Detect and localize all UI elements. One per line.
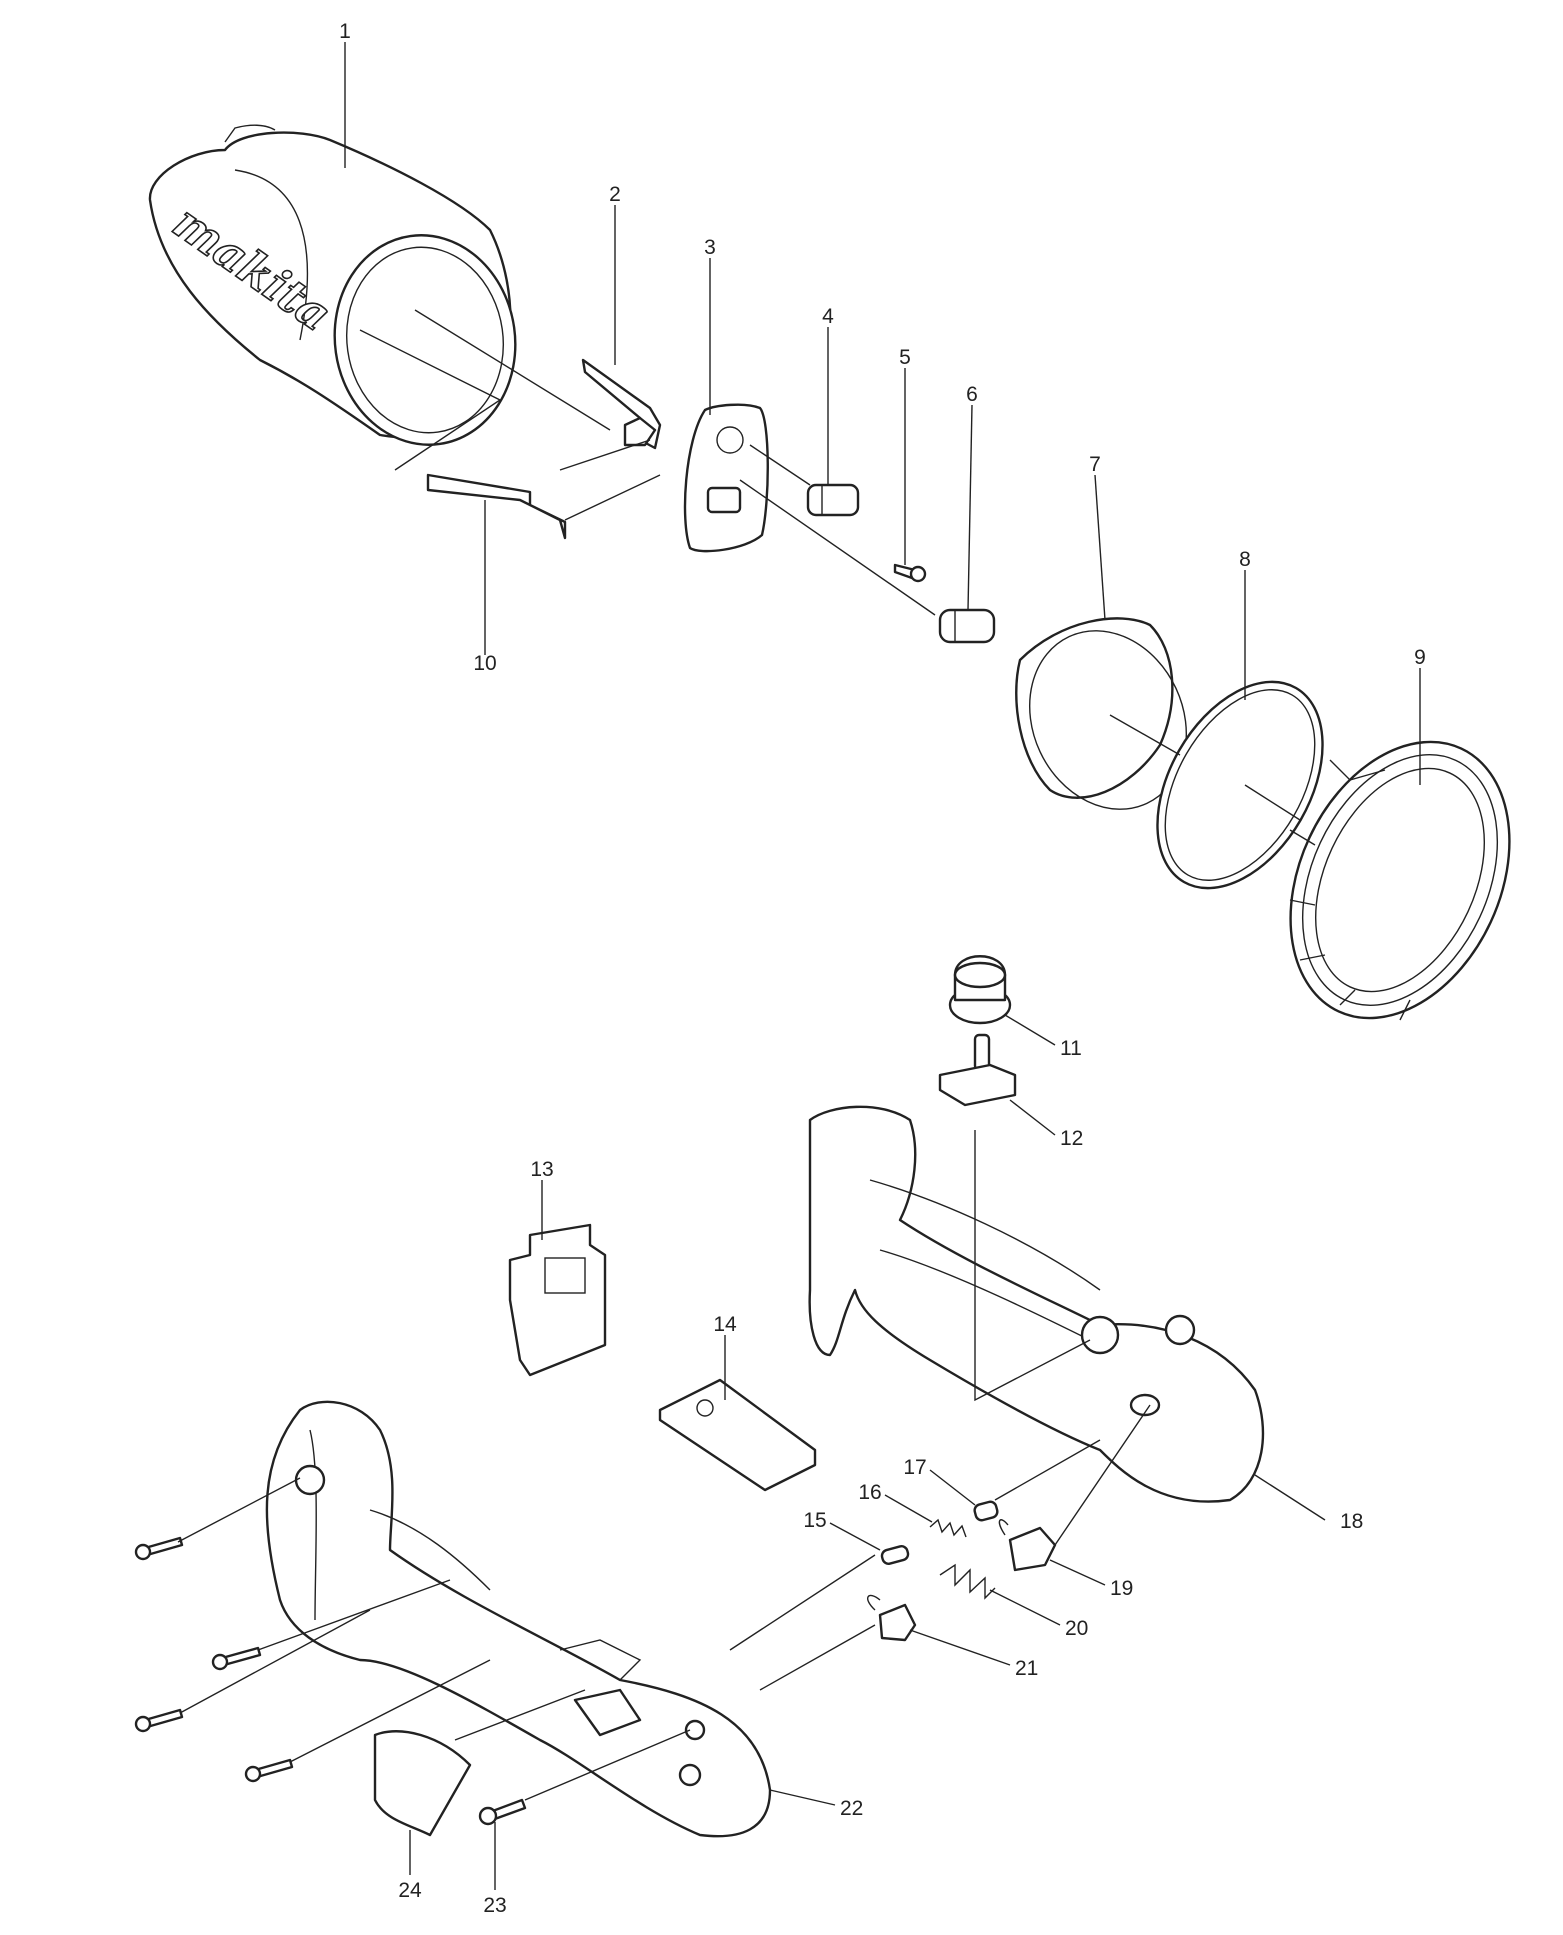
part-23-screws — [134, 1536, 527, 1826]
part-22-housing-left — [265, 1400, 772, 1838]
callout-7: 7 — [1089, 453, 1101, 476]
callout-10: 10 — [473, 652, 496, 675]
callout-22: 22 — [840, 1797, 863, 1820]
callout-3: 3 — [704, 236, 716, 259]
callout-4: 4 — [822, 305, 834, 328]
leader-lines — [177, 42, 1421, 1890]
part-6-bulb — [938, 608, 996, 644]
callout-2: 2 — [609, 183, 621, 206]
callout-20: 20 — [1065, 1617, 1088, 1640]
callout-9: 9 — [1414, 646, 1426, 669]
callout-6: 6 — [966, 383, 978, 406]
part-4-bulb — [806, 483, 860, 517]
callout-14: 14 — [713, 1313, 737, 1336]
callout-5: 5 — [899, 346, 911, 369]
callout-19: 19 — [1110, 1577, 1133, 1600]
callout-17: 17 — [903, 1456, 926, 1479]
part-8-lens — [1156, 680, 1324, 890]
part-18-housing-right — [808, 1105, 1265, 1503]
part-10-contact-strip — [426, 473, 567, 540]
part-7-reflector — [1015, 617, 1188, 810]
callout-16: 16 — [858, 1481, 881, 1504]
callout-8: 8 — [1239, 548, 1251, 571]
part-2-contact-plate — [581, 358, 662, 450]
callout-24: 24 — [398, 1879, 422, 1902]
part-13-terminal-bracket — [508, 1223, 607, 1377]
part-15-pin — [880, 1545, 910, 1565]
callout-labels: 1 2 3 4 5 6 7 8 9 10 11 12 13 14 15 16 1… — [339, 20, 1426, 1917]
callout-18: 18 — [1340, 1510, 1363, 1533]
part-21-terminal — [867, 1594, 917, 1642]
part-3-socket-plate — [683, 403, 769, 553]
part-16-spring — [929, 1518, 967, 1538]
callout-12: 12 — [1060, 1127, 1083, 1150]
callout-15: 15 — [803, 1509, 826, 1532]
part-11-switch-cap — [948, 955, 1012, 1025]
part-14-battery-plate — [658, 1378, 817, 1492]
callout-21: 21 — [1015, 1657, 1038, 1680]
callout-1: 1 — [339, 20, 351, 43]
part-20-spring — [939, 1563, 996, 1600]
part-19-terminal — [998, 1519, 1057, 1572]
part-24-cover — [373, 1730, 472, 1837]
callout-23: 23 — [483, 1894, 506, 1917]
part-17-pin — [973, 1500, 999, 1522]
part-9-front-ring — [1289, 740, 1511, 1021]
part-5-screw — [893, 563, 927, 583]
callout-11: 11 — [1060, 1037, 1082, 1060]
part-12-switch — [938, 1033, 1017, 1107]
callout-13: 13 — [530, 1158, 553, 1181]
part-1-head-housing: makita — [148, 124, 517, 446]
